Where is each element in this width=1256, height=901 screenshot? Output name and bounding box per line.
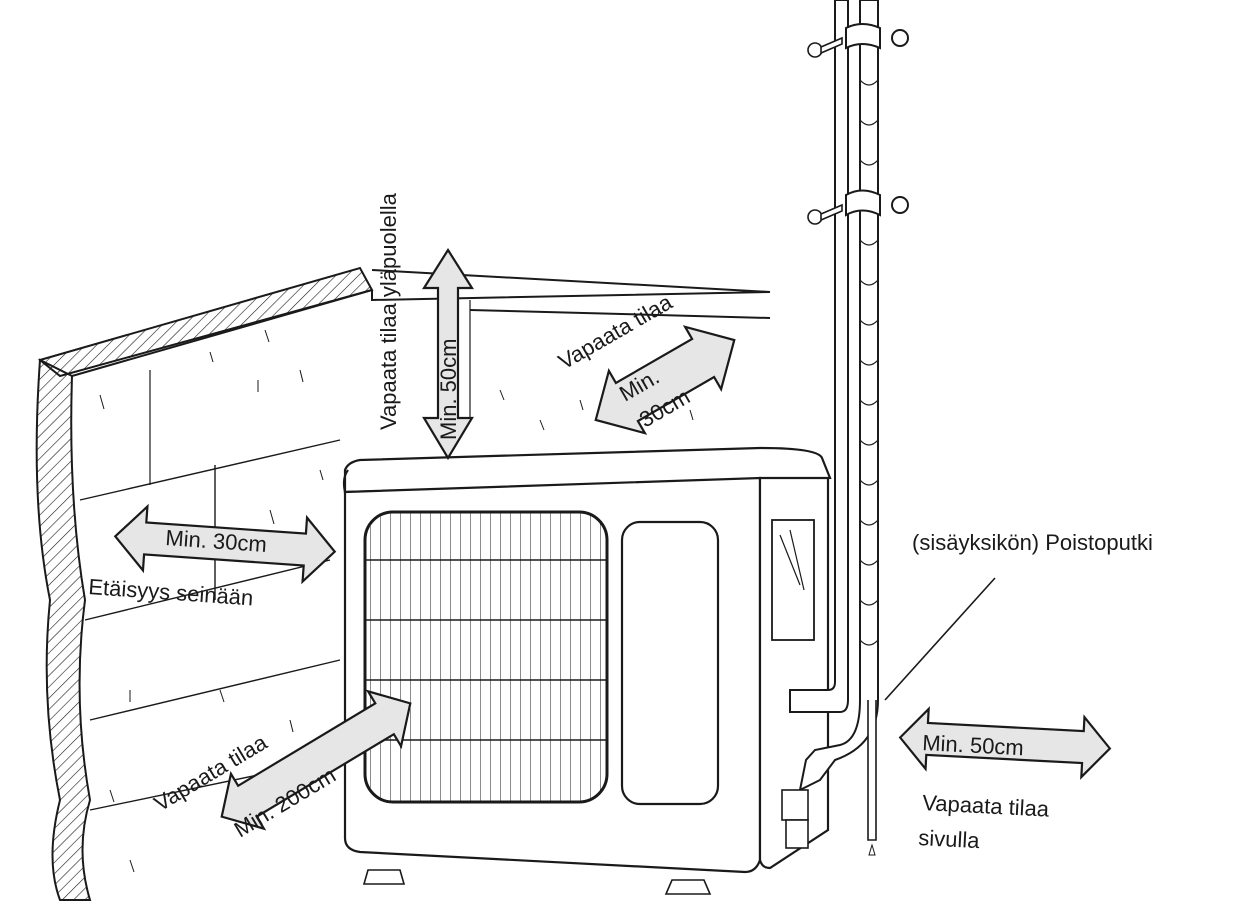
label-side-min: Min. 50cm [922, 730, 1025, 760]
pipe-assembly [781, 0, 879, 856]
screw-icon [807, 203, 843, 225]
arrow-wall-clearance [113, 503, 337, 585]
drain-pipe-leader [884, 577, 996, 701]
label-top-free-space: Vapaata tilaa yläpuolella [376, 192, 401, 430]
arrow-side-clearance [898, 706, 1112, 780]
label-side-free-space-line1: Vapaata tilaa [922, 790, 1051, 822]
pipe-clamp-upper [845, 23, 909, 50]
label-drain-pipe: (sisäyksikön) Poistoputki [912, 530, 1153, 555]
label-top-min: Min. 50cm [436, 339, 461, 440]
arrow-back-clearance [594, 325, 736, 435]
pipe-clamp-lower [845, 189, 909, 217]
label-wall-distance: Etäisyys seinään [88, 574, 254, 610]
arrow-top-clearance [422, 247, 474, 461]
fan-grille [363, 510, 609, 804]
arrow-front-clearance [220, 689, 412, 831]
screw-icon [807, 36, 843, 58]
front-panel [620, 520, 720, 806]
label-side-free-space-line2: sivulla [918, 825, 981, 853]
